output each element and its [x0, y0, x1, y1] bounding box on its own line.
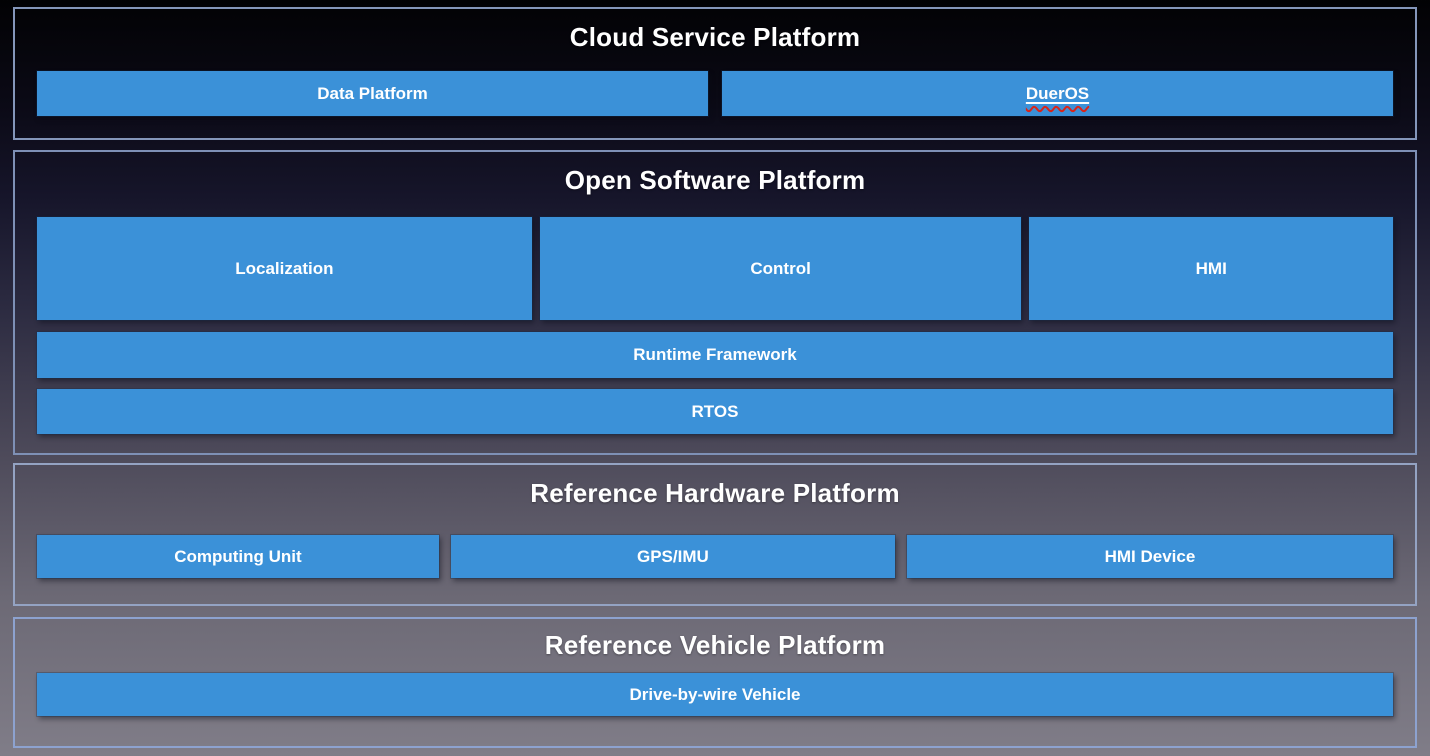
- box-computing-unit: Computing Unit: [37, 535, 439, 578]
- box-data-platform: Data Platform: [37, 71, 708, 116]
- gps-imu-label: GPS/IMU: [637, 546, 709, 566]
- box-gps-imu: GPS/IMU: [450, 535, 895, 578]
- section-open-software-platform: Open Software Platform Localization Cont…: [13, 150, 1417, 455]
- box-control: Control: [539, 217, 1022, 320]
- hardware-box-row: Computing Unit GPS/IMU HMI Device: [37, 535, 1393, 578]
- box-hmi: HMI: [1029, 217, 1393, 320]
- drive-by-wire-label: Drive-by-wire Vehicle: [629, 684, 801, 704]
- dueros-link[interactable]: DuerOS: [1026, 84, 1089, 104]
- data-platform-label: Data Platform: [317, 83, 428, 103]
- box-hmi-device: HMI Device: [906, 535, 1393, 578]
- box-runtime-framework: Runtime Framework: [37, 332, 1393, 378]
- vehicle-section-title: Reference Vehicle Platform: [544, 630, 886, 660]
- cloud-box-row: Data Platform DuerOS: [37, 71, 1393, 116]
- section-reference-hardware-platform: Reference Hardware Platform Computing Un…: [13, 463, 1417, 606]
- runtime-framework-label: Runtime Framework: [633, 345, 797, 364]
- hmi-device-label: HMI Device: [1104, 546, 1196, 566]
- software-section-title: Open Software Platform: [564, 165, 866, 195]
- localization-label: Localization: [235, 258, 334, 278]
- box-drive-by-wire-vehicle: Drive-by-wire Vehicle: [37, 673, 1393, 716]
- control-label: Control: [750, 258, 811, 278]
- dueros-label: DuerOS: [1025, 83, 1090, 103]
- section-cloud-service-platform: Cloud Service Platform Data Platform Due…: [13, 7, 1417, 140]
- cloud-section-title: Cloud Service Platform: [569, 22, 861, 52]
- rtos-label: RTOS: [691, 401, 739, 421]
- hardware-section-title: Reference Hardware Platform: [530, 478, 900, 508]
- section-reference-vehicle-platform: Reference Vehicle Platform Drive-by-wire…: [13, 617, 1417, 748]
- box-dueros: DuerOS: [722, 71, 1393, 116]
- hmi-label: HMI: [1195, 258, 1227, 278]
- software-module-row: Localization Control HMI: [37, 217, 1393, 320]
- architecture-diagram: Cloud Service Platform Data Platform Due…: [0, 7, 1430, 756]
- box-rtos: RTOS: [37, 389, 1393, 434]
- computing-unit-label: Computing Unit: [174, 546, 302, 566]
- box-localization: Localization: [37, 217, 532, 320]
